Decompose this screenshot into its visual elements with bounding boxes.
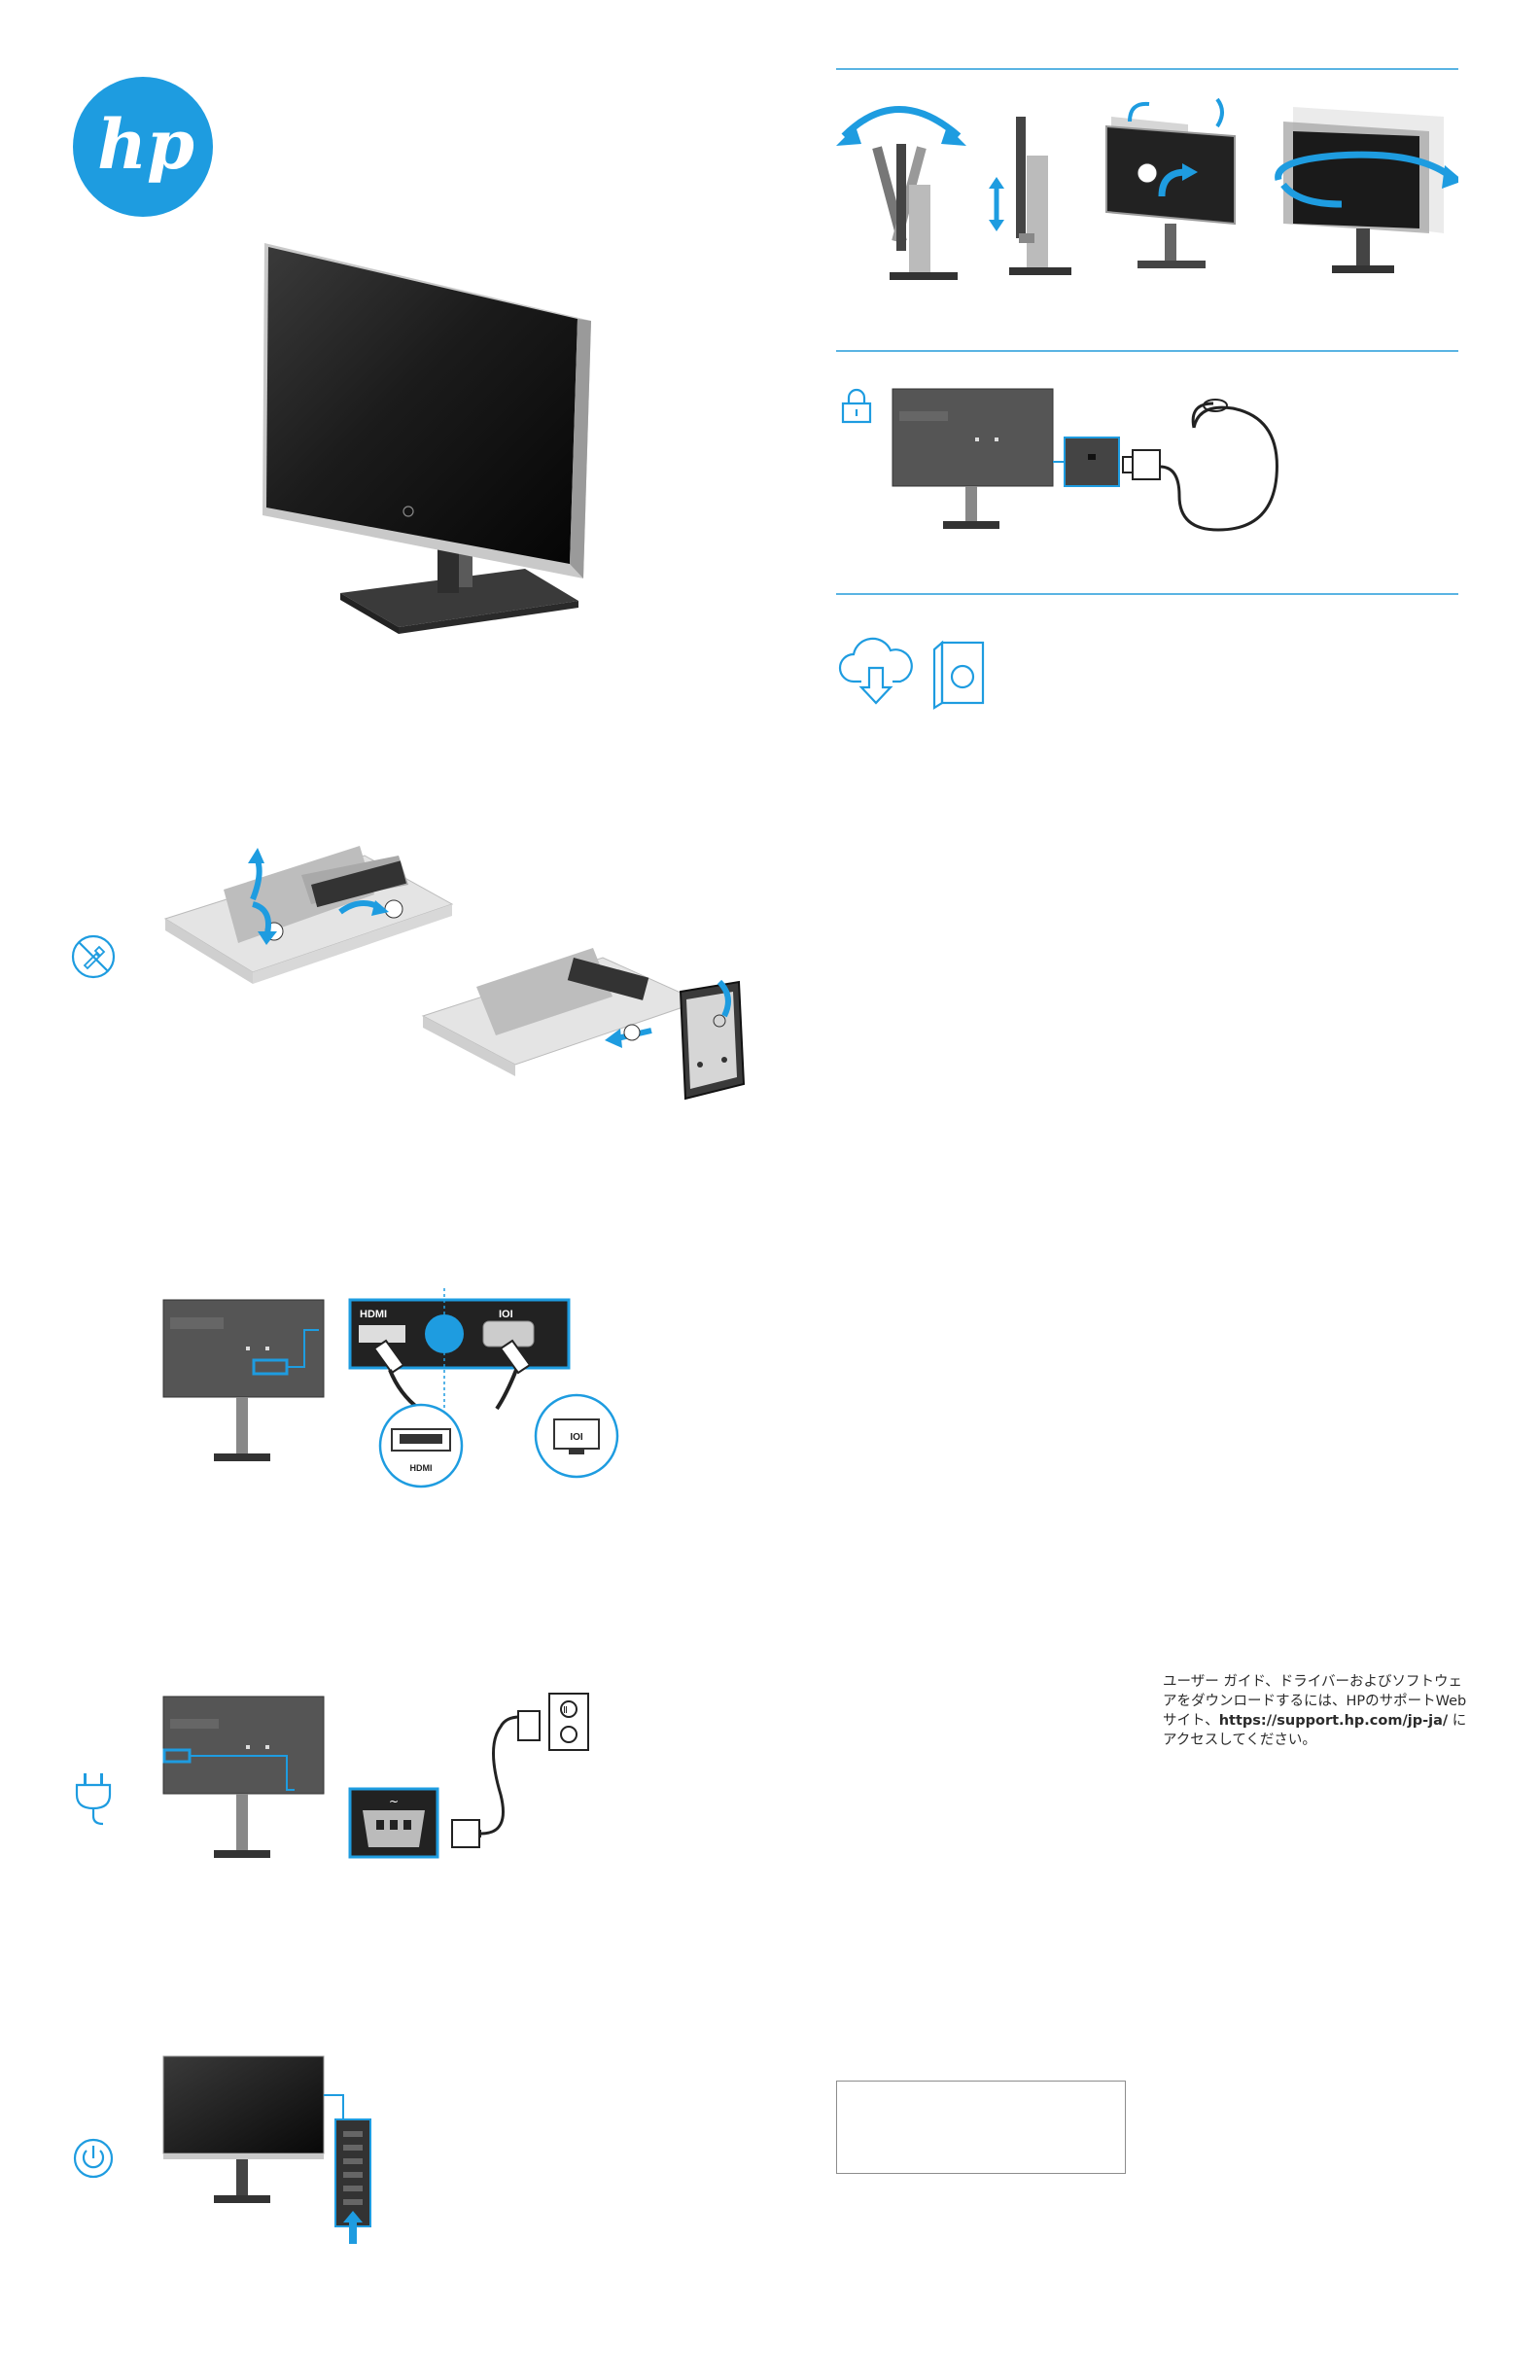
height-illustration <box>989 117 1071 275</box>
power-connection-illustration: ~ Ⅱ <box>160 1692 598 1867</box>
divider-rule <box>836 350 1458 352</box>
document-icon <box>931 640 986 710</box>
support-note: ユーザー ガイド、ドライバーおよびソフトウェアをダウンロードするには、HPのサポ… <box>1163 1672 1469 1750</box>
vga-port-label: IOI <box>499 1309 513 1320</box>
hp-logo: hp <box>70 74 216 220</box>
cloud-download-icon <box>836 637 916 707</box>
pivot-illustration <box>1105 97 1236 268</box>
stand-assembly-illustration <box>156 826 778 1108</box>
hdmi-port-label: HDMI <box>360 1309 387 1320</box>
divider-rule <box>836 68 1458 70</box>
hero-monitor-illustration <box>233 233 603 642</box>
power-icon <box>72 2137 115 2180</box>
hdmi-device-label: HDMI <box>410 1463 433 1473</box>
video-connection-illustration: HDMI IOI HDMI IOI <box>160 1288 627 1502</box>
tilt-illustration <box>836 106 966 280</box>
support-note-text-end: にアクセスしてください。 <box>1163 1713 1467 1748</box>
vga-device-label: IOI <box>570 1432 583 1443</box>
power-plug-icon <box>72 1769 115 1828</box>
logo-text: hp <box>97 104 194 185</box>
swivel-illustration <box>1275 107 1458 273</box>
adjustment-illustrations <box>836 88 1458 297</box>
divider-rule <box>836 593 1458 595</box>
outlet-symbol: Ⅱ <box>563 1705 568 1716</box>
power-button-illustration <box>160 2051 384 2251</box>
support-url-link[interactable]: https://support.hp.com/jp-ja/ <box>1218 1713 1449 1729</box>
no-tools-icon <box>70 933 117 980</box>
support-note-text: ユーザー ガイド、ドライバーおよびソフトウェアをダウンロードするには、HPのサポ… <box>1163 1674 1467 1729</box>
lock-icon <box>840 387 873 424</box>
ac-symbol: ~ <box>389 1795 399 1808</box>
blank-label-box <box>836 2081 1126 2174</box>
security-lock-illustration <box>890 384 1298 535</box>
